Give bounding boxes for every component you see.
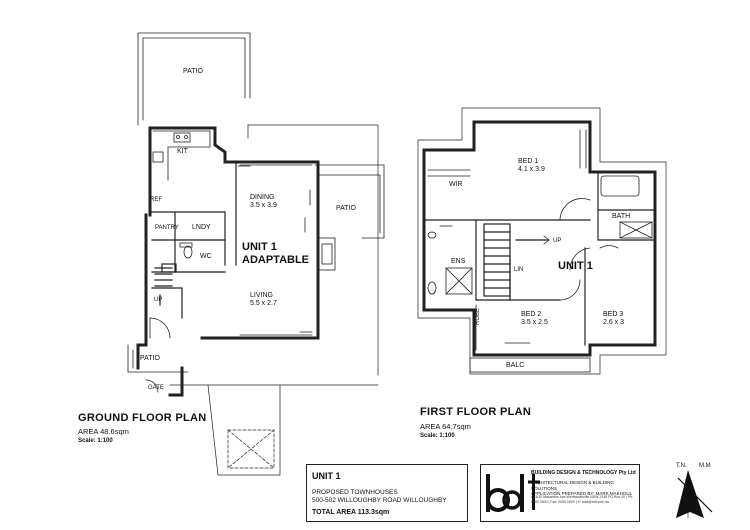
first-stair-arrow	[543, 235, 550, 245]
room-label-lndy: LNDY	[192, 224, 211, 231]
ground-floor-title: GROUND FLOOR PLAN	[78, 412, 207, 424]
stair-label-up: UP	[154, 297, 163, 303]
ground-floor-interior	[151, 161, 237, 319]
company-services-line: ARCHITECTURAL DESIGN & BUILDING SOLUTION…	[531, 480, 614, 491]
company-name: BUILDING DESIGN & TECHNOLOGY Pty Ltd	[531, 470, 636, 476]
company-services: ARCHITECTURAL DESIGN & BUILDING SOLUTION…	[531, 480, 639, 497]
walkway-box	[227, 429, 275, 469]
gate-label: GATE	[148, 385, 164, 391]
room-label-pantry: PANTRY	[155, 225, 179, 231]
room-label-bed2: BED 2	[521, 311, 542, 318]
room-label-lin: LIN	[514, 267, 524, 273]
first-floor-fixtures	[427, 129, 653, 373]
patio-right-outline	[314, 164, 385, 239]
room-label-bed1: BED 1	[518, 158, 539, 165]
room-label-robe: ROBE	[475, 307, 481, 325]
first-floor-title: FIRST FLOOR PLAN	[420, 406, 532, 418]
room-label-patio-right: PATIO	[336, 205, 356, 212]
room-dim-bed2: 3.5 x 2.5	[521, 319, 548, 326]
first-floor-scale: Scale: 1:100	[420, 433, 455, 439]
room-label-ens: ENS	[451, 258, 466, 265]
ground-arrows	[237, 165, 313, 333]
title-block-unit: UNIT 1	[312, 471, 341, 481]
room-label-dining: DINING	[250, 194, 275, 201]
room-dim-bed1: 4.1 x 3.9	[518, 166, 545, 173]
stair-label-up-first: UP	[553, 238, 562, 244]
room-label-patio: PATIO	[183, 68, 203, 75]
kitchen-bench	[152, 130, 211, 181]
unit-type-ground: ADAPTABLE	[242, 254, 310, 266]
company-contact: A: 3/20 Macarthur Ave Wentworthville NSW…	[531, 495, 634, 504]
title-block-line1: PROPOSED TOWNHOUSES	[312, 489, 398, 496]
room-label-bed3: BED 3	[603, 311, 624, 318]
site-boundary	[169, 124, 379, 476]
room-dim-dining: 3.5 x 3.9	[250, 202, 277, 209]
room-label-kit: KIT	[177, 148, 188, 155]
unit-name-ground: UNIT 1	[242, 241, 277, 253]
room-label-wir: WIR	[449, 181, 463, 188]
title-block-project: PROPOSED TOWNHOUSES 500-502 WILLOUGHBY R…	[312, 489, 447, 505]
patio-bottom-outline	[127, 344, 189, 373]
title-block: UNIT 1 PROPOSED TOWNHOUSES 500-502 WILLO…	[306, 464, 468, 522]
title-block-line2: 500-502 WILLOUGHBY ROAD WILLOUGHBY	[312, 497, 447, 504]
room-dim-bed3: 2.6 x 3	[603, 319, 625, 326]
company-block: BUILDING DESIGN & TECHNOLOGY Pty Ltd ARC…	[480, 464, 640, 522]
first-floor-area: AREA 64.7sqm	[420, 422, 471, 431]
north-label-tn: T.N.	[676, 463, 687, 469]
ground-floor-area: AREA 48.6sqm	[78, 427, 129, 436]
north-label-mm: M.M	[699, 463, 711, 469]
room-label-living: LIVING	[250, 292, 273, 299]
company-logo-icon	[486, 474, 540, 512]
ground-floor-walls	[136, 126, 320, 397]
patio-top-outline	[137, 32, 251, 126]
room-label-wc: WC	[200, 253, 212, 260]
unit-name-first: UNIT 1	[558, 260, 593, 272]
title-block-total-area: TOTAL AREA 113.3sqm	[312, 509, 390, 516]
company-prepared-line: APPLICATION PREPARED BY: MARK MAKHOUL	[531, 491, 633, 496]
room-label-balc: BALC	[506, 362, 525, 369]
room-label-bath: BATH	[612, 213, 631, 220]
room-label-patio-bottom: PATIO	[140, 355, 160, 362]
ground-doors	[145, 164, 336, 393]
first-floor-boundary	[417, 107, 667, 375]
first-floor-interior	[423, 171, 656, 346]
room-label-ref: REF	[150, 197, 162, 203]
first-floor-walls	[422, 120, 657, 357]
north-arrow-icon	[676, 470, 713, 518]
room-dim-living: 5.5 x 2.7	[250, 300, 277, 307]
wc-fixtures	[179, 242, 193, 259]
ground-floor-scale: Scale: 1:100	[78, 438, 113, 444]
